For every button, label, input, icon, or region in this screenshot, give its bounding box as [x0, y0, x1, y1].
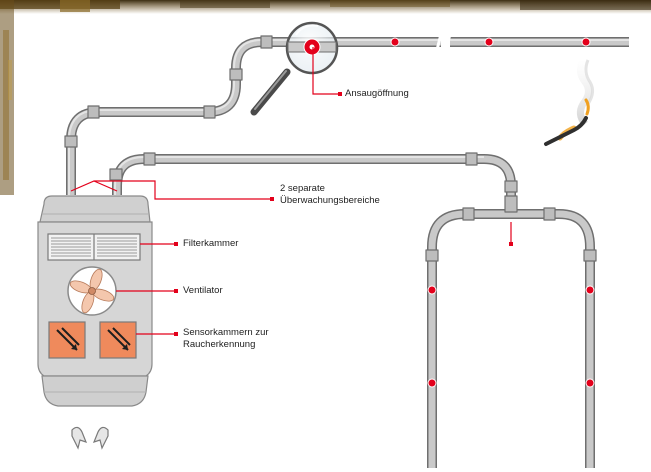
filter-chamber [48, 234, 140, 260]
label-ansaugoeffnung: Ansaugöffnung [345, 88, 409, 100]
label-sensor-line2: Raucherkennung [183, 339, 255, 351]
fan-icon [68, 267, 116, 315]
smoke-source-icon [546, 60, 593, 144]
label-separate-areas-line2: Überwachungsbereiche [280, 195, 380, 207]
airflow-arrows-icon [72, 427, 108, 448]
label-filterkammer: Filterkammer [183, 238, 238, 250]
detector-device [38, 196, 152, 406]
label-sensor-line1: Sensorkammern zur [183, 327, 269, 339]
label-separate-areas-line1: 2 separate [280, 183, 325, 195]
label-ventilator: Ventilator [183, 285, 223, 297]
